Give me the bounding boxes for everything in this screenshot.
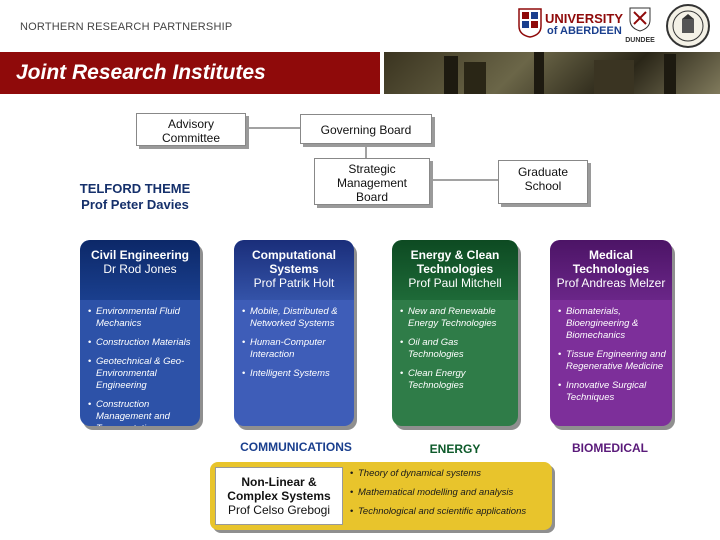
nonlinear-systems-title-box: Non-Linear & Complex Systems Prof Celso … bbox=[215, 467, 343, 525]
aberdeen-line2: of ABERDEEN bbox=[547, 25, 622, 37]
nonlinear-systems-title: Non-Linear & Complex Systems bbox=[227, 475, 331, 503]
governing-board-label: Governing Board bbox=[320, 123, 412, 137]
civil-engineering-lead: Dr Rod Jones bbox=[103, 262, 177, 276]
computational-systems-list: Mobile, Distributed & Networked Systems … bbox=[234, 300, 354, 380]
graduate-school-label: Graduate School bbox=[517, 165, 569, 193]
biomedical-label: BIOMEDICAL bbox=[572, 441, 648, 455]
list-item: Intelligent Systems bbox=[242, 368, 348, 380]
medical-technologies-list: Biomaterials, Bioengineering & Biomechan… bbox=[550, 300, 672, 404]
civil-engineering-panel: Civil Engineering Dr Rod Jones Environme… bbox=[80, 240, 200, 426]
university-seal-logo bbox=[666, 4, 710, 48]
list-item: Environmental Fluid Mechanics bbox=[88, 306, 194, 330]
civil-engineering-title: Civil Engineering bbox=[90, 248, 189, 262]
list-item: Construction Materials bbox=[88, 337, 194, 349]
list-item: Human-Computer Interaction bbox=[242, 337, 348, 361]
nonlinear-systems-lead: Prof Celso Grebogi bbox=[227, 503, 331, 517]
nonlinear-systems-list: Theory of dynamical systems Mathematical… bbox=[350, 468, 526, 525]
aberdeen-line1: UNIVERSITY bbox=[545, 11, 624, 26]
medical-technologies-header: Medical Technologies Prof Andreas Melzer bbox=[550, 240, 672, 300]
medical-technologies-title: Medical Technologies bbox=[572, 248, 650, 276]
advisory-committee-label: Advisory Committee bbox=[161, 117, 220, 145]
list-item: Geotechnical & Geo-Environmental Enginee… bbox=[88, 356, 194, 392]
aberdeen-wordmark: UNIVERSITY of ABERDEEN bbox=[545, 11, 624, 37]
list-item: Theory of dynamical systems bbox=[350, 468, 526, 480]
advisory-committee-box: Advisory Committee bbox=[136, 113, 246, 146]
list-item: Oil and Gas Technologies bbox=[400, 337, 512, 361]
computational-systems-header: Computational Systems Prof Patrik Holt bbox=[234, 240, 354, 300]
aberdeen-crest-logo bbox=[518, 8, 542, 38]
energy-lead: Prof Paul Mitchell bbox=[408, 276, 502, 290]
medical-technologies-lead: Prof Andreas Melzer bbox=[556, 276, 666, 290]
list-item: Innovative Surgical Techniques bbox=[558, 380, 666, 404]
list-item: Tissue Engineering and Regenerative Medi… bbox=[558, 349, 666, 373]
list-item: New and Renewable Energy Technologies bbox=[400, 306, 512, 330]
civil-engineering-list: Environmental Fluid Mechanics Constructi… bbox=[80, 300, 200, 426]
medical-technologies-panel: Medical Technologies Prof Andreas Melzer… bbox=[550, 240, 672, 426]
strategic-board-label: Strategic Management Board bbox=[336, 162, 408, 204]
computational-systems-title: Computational Systems bbox=[252, 248, 336, 276]
dundee-caption: DUNDEE bbox=[625, 37, 655, 44]
title-bar: Joint Research Institutes bbox=[0, 52, 380, 94]
graduate-school-box: Graduate School bbox=[498, 160, 588, 204]
list-item: Construction Management and Transportati… bbox=[88, 399, 194, 426]
page-title: Joint Research Institutes bbox=[16, 61, 266, 84]
list-item: Technological and scientific application… bbox=[350, 506, 526, 518]
list-item: Mobile, Distributed & Networked Systems bbox=[242, 306, 348, 330]
computational-systems-panel: Computational Systems Prof Patrik Holt M… bbox=[234, 240, 354, 426]
list-item: Clean Energy Technologies bbox=[400, 368, 512, 392]
theme-heading: TELFORD THEME Prof Peter Davies bbox=[62, 181, 208, 213]
energy-header: Energy & Clean Technologies Prof Paul Mi… bbox=[392, 240, 518, 300]
theme-name: TELFORD THEME bbox=[79, 181, 191, 196]
energy-title: Energy & Clean Technologies bbox=[410, 248, 500, 276]
theme-lead: Prof Peter Davies bbox=[81, 197, 189, 212]
list-item: Mathematical modelling and analysis bbox=[350, 487, 526, 499]
nonlinear-systems-panel: Non-Linear & Complex Systems Prof Celso … bbox=[210, 462, 552, 530]
dundee-logo: DUNDEE bbox=[622, 6, 658, 44]
list-item: Biomaterials, Bioengineering & Biomechan… bbox=[558, 306, 666, 342]
energy-list: New and Renewable Energy Technologies Oi… bbox=[392, 300, 518, 392]
energy-panel: Energy & Clean Technologies Prof Paul Mi… bbox=[392, 240, 518, 426]
energy-label: ENERGY bbox=[429, 442, 481, 456]
strategic-board-box: Strategic Management Board bbox=[314, 158, 430, 205]
governing-board-box: Governing Board bbox=[300, 114, 432, 144]
civil-engineering-header: Civil Engineering Dr Rod Jones bbox=[80, 240, 200, 300]
title-divider bbox=[380, 52, 384, 94]
communications-label: COMMUNICATIONS bbox=[240, 440, 352, 454]
computational-systems-lead: Prof Patrik Holt bbox=[253, 276, 335, 290]
organization-name: NORTHERN RESEARCH PARTNERSHIP bbox=[20, 21, 233, 33]
campus-photo bbox=[384, 52, 720, 94]
